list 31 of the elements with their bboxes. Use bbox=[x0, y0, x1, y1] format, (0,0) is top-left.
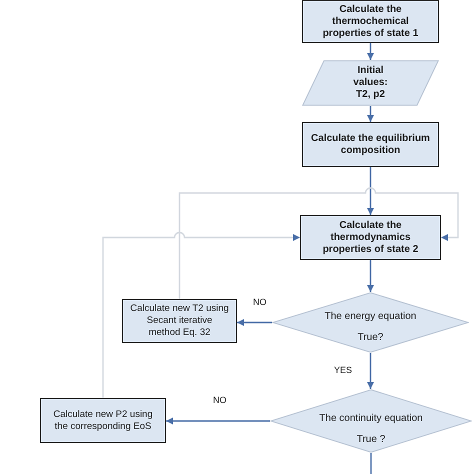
step-text: Calculate the equilibrium composition bbox=[310, 132, 431, 156]
arrow bbox=[367, 167, 374, 215]
decision-diamond bbox=[270, 389, 472, 453]
arrow bbox=[237, 319, 272, 326]
decision-text: True? bbox=[358, 332, 384, 344]
arrow bbox=[367, 353, 374, 389]
connector-line bbox=[370, 453, 372, 474]
step-text: Calculate new T2 using Secant iterative method Eq. 32 bbox=[130, 303, 229, 339]
decision-text: The energy equation bbox=[324, 311, 416, 323]
decision-text: The continuity equation bbox=[319, 412, 423, 424]
arrow bbox=[178, 187, 459, 299]
arrow bbox=[166, 418, 270, 424]
arrow bbox=[367, 106, 374, 122]
step-text: Calculate the thermochemical properties of state 1 bbox=[322, 4, 420, 40]
step-text: Calculate the thermodynamics properties of state 2 bbox=[322, 220, 420, 256]
decision-diamond bbox=[272, 292, 469, 353]
input-parallelogram bbox=[302, 60, 439, 106]
edge-label: NO bbox=[212, 395, 228, 406]
process-box bbox=[302, 0, 439, 43]
arrow bbox=[102, 232, 300, 398]
edge-label: NO bbox=[252, 297, 268, 308]
arrow bbox=[367, 260, 374, 292]
process-box bbox=[302, 122, 439, 167]
input-text: Initial values: T2, p2 bbox=[352, 65, 389, 101]
process-box bbox=[40, 398, 166, 443]
process-box bbox=[300, 215, 441, 260]
step-text: Calculate new P2 using the corresponding EoS bbox=[52, 408, 154, 432]
process-box bbox=[122, 299, 237, 343]
decision-text: True ? bbox=[356, 434, 386, 446]
arrow bbox=[367, 43, 374, 60]
edge-label: YES bbox=[333, 365, 354, 376]
